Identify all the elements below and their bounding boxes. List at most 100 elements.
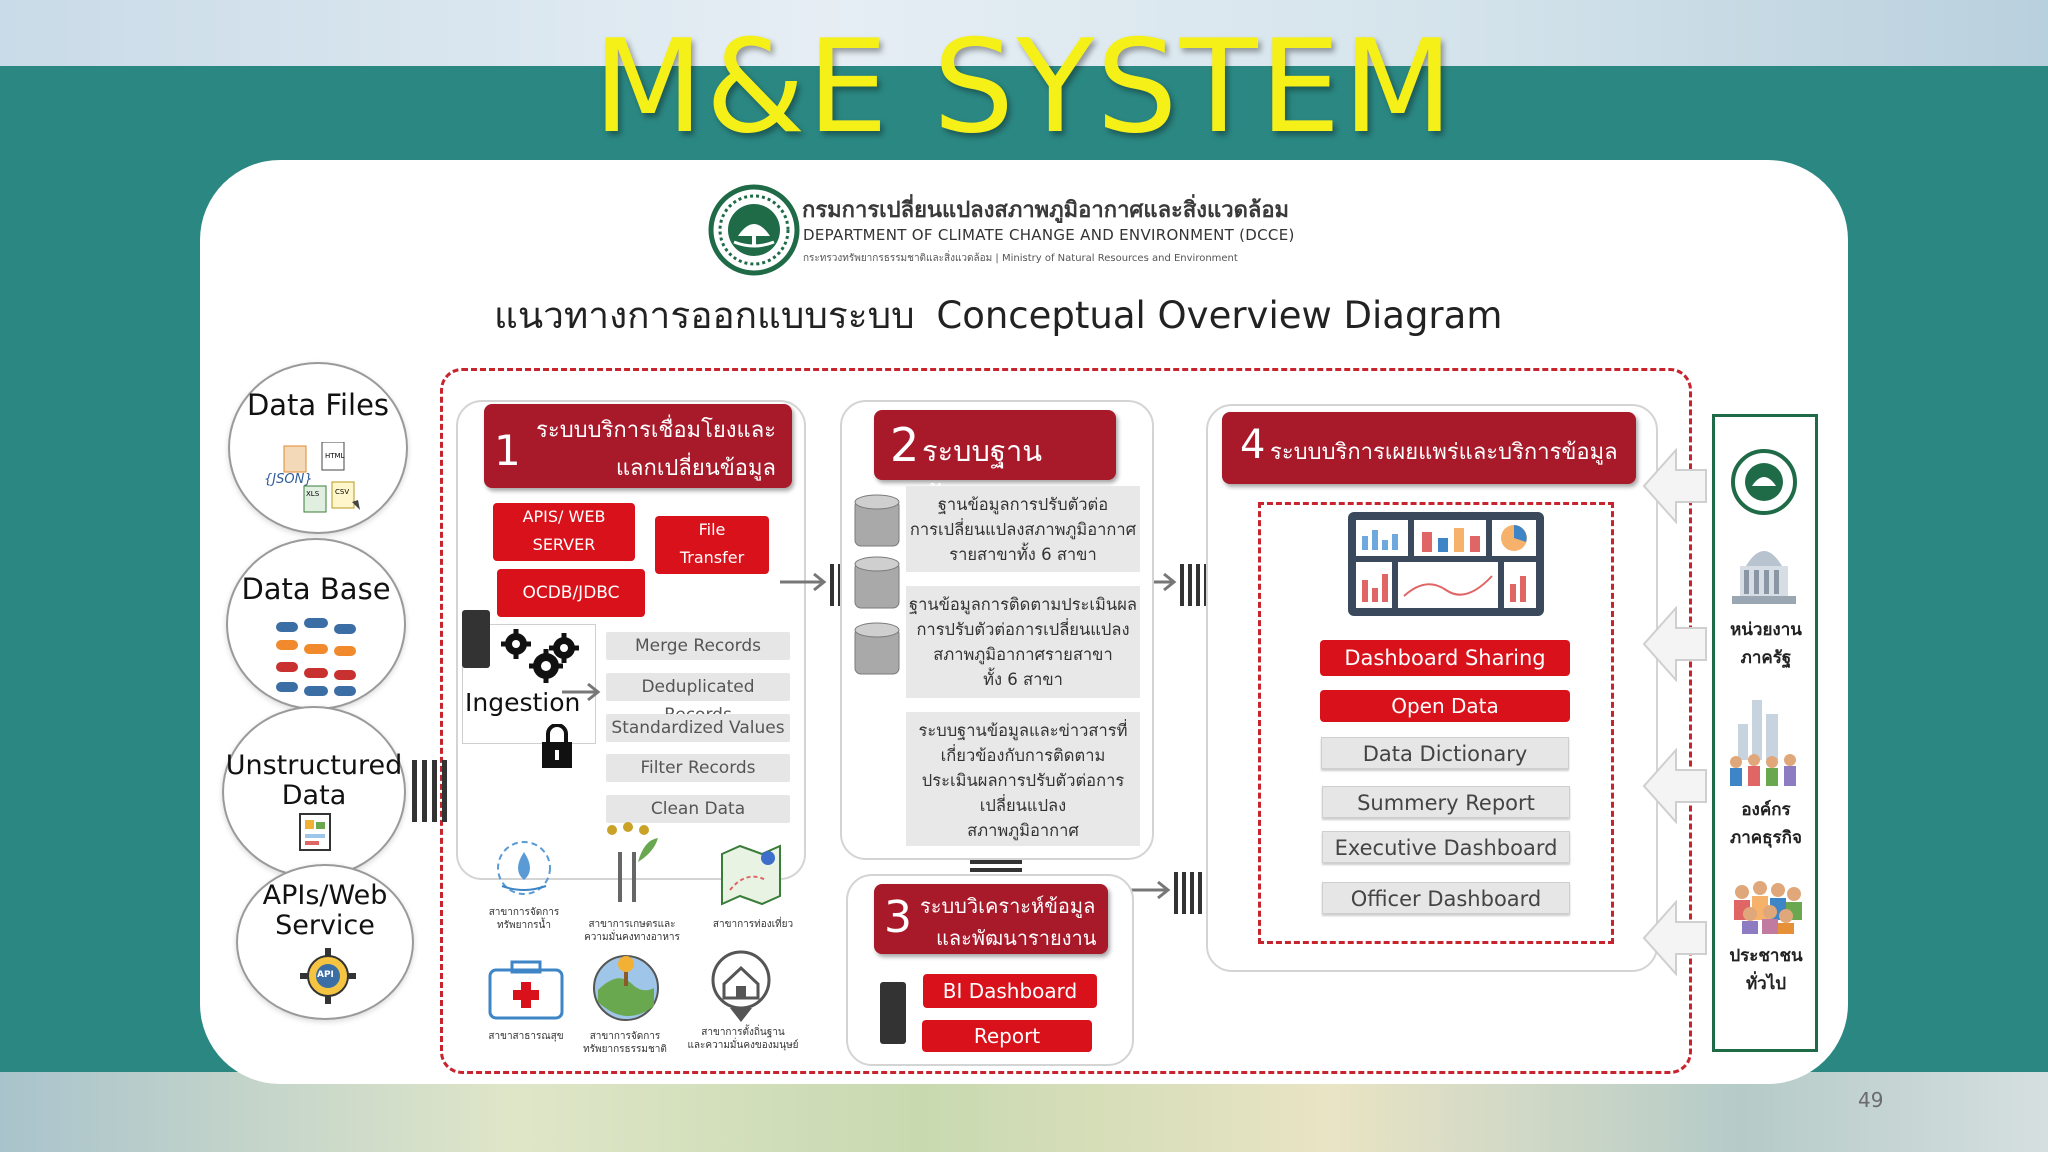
hollow-arrow-left-icon: [1642, 605, 1708, 683]
odbc-jdbc-button[interactable]: OCDB/JDBC: [497, 569, 645, 617]
sector-line: สาขาการท่องเที่ยว: [712, 919, 794, 930]
module-4-title: ระบบบริการเผยแพร่และบริการข้อมูล: [1270, 440, 1618, 465]
gears-icon: [498, 626, 580, 690]
module-4-number: 4: [1240, 422, 1266, 468]
apis-label-line1: APIS/ WEB: [522, 507, 606, 526]
module-1-header: 1 ระบบบริการเชื่อมโยงและ แลกเปลี่ยนข้อมู…: [484, 404, 792, 488]
stakeholder-line: องค์กร: [1741, 800, 1791, 820]
unstructured-document-icon: [296, 812, 338, 858]
source-label: Data: [281, 780, 347, 811]
sector-line: ความมั่นคงทางอาหาร: [584, 932, 680, 943]
source-data-files: Data Files HTML {JSON} XLS CSV: [228, 362, 408, 534]
hollow-arrow-left-icon: [1642, 447, 1708, 525]
step-filter-records: Filter Records: [606, 754, 790, 782]
diagram-title: แนวทางการออกแบบระบบ Conceptual Overview …: [494, 286, 1502, 345]
sector-agriculture: สาขาการเกษตรและ ความมั่นคงทางอาหาร: [570, 918, 694, 944]
db-text-line: ฐานข้อมูลการติดตามประเมินผล: [908, 595, 1137, 614]
sector-line: ทรัพยากรธรรมชาติ: [583, 1044, 667, 1055]
html-file-icon: HTML: [325, 452, 345, 460]
source-label: APIs/Web: [262, 880, 388, 911]
file-transfer-line1: File: [698, 520, 726, 539]
db-text-line: ระบบฐานข้อมูลและข่าวสารที่: [918, 721, 1128, 740]
agriculture-sector-icon: [600, 822, 664, 908]
db-text-line: ประเมินผลการปรับตัวต่อการ: [921, 771, 1125, 790]
module-1-title-line1: ระบบบริการเชื่อมโยงและ: [536, 418, 776, 443]
module-2-header: 2 ระบบฐานข้อมูล: [874, 410, 1116, 514]
sector-tourism: สาขาการท่องเที่ยว: [700, 918, 806, 931]
bi-dashboard-button[interactable]: BI Dashboard: [923, 974, 1097, 1008]
government-building-icon: [1724, 536, 1804, 606]
apis-label-line2: SERVER: [532, 535, 596, 554]
sector-line: สาขาสาธารณสุข: [488, 1031, 564, 1042]
health-sector-icon: [486, 960, 566, 1022]
module-3-header: 3 ระบบวิเคราะห์ข้อมูล และพัฒนารายงาน: [874, 884, 1108, 954]
slide-title: M&E SYSTEM: [593, 13, 1455, 162]
diagram-title-thai: แนวทางการออกแบบระบบ: [494, 294, 915, 337]
db-news: ระบบฐานข้อมูลและข่าวสารที่ เกี่ยวข้องกับ…: [906, 712, 1140, 846]
sector-line: และความมั่นคงของมนุษย์: [687, 1040, 799, 1051]
stakeholder-line: ภาคธุรกิจ: [1730, 828, 1802, 848]
api-gear-icon: API: [298, 946, 358, 1010]
db-text-line: สภาพภูมิอากาศ: [967, 821, 1079, 840]
db-text-line: ทั้ง 6 สาขา: [983, 670, 1063, 689]
stakeholder-line: ประชาชน: [1729, 946, 1803, 966]
report-button[interactable]: Report: [922, 1020, 1092, 1052]
module-3-number: 3: [884, 892, 912, 943]
sector-water: สาขาการจัดการ ทรัพยากรน้ำ: [474, 906, 574, 932]
xls-file-icon: XLS: [306, 490, 320, 498]
module-1-title-line2: แลกเปลี่ยนข้อมูล: [615, 456, 776, 481]
source-unstructured-data: Unstructured Data: [222, 706, 406, 878]
dashboard-monitor-icon: [1346, 510, 1546, 622]
stakeholder-line: ภาครัฐ: [1740, 648, 1792, 668]
module-4-header: 4 ระบบบริการเผยแพร่และบริการข้อมูล: [1222, 412, 1636, 484]
database-stack-icon: [274, 618, 360, 704]
dcce-logo-small-icon: [1730, 448, 1798, 516]
stakeholder-government: หน่วยงาน ภาครัฐ: [1716, 616, 1816, 672]
page-number: 49: [1858, 1088, 1884, 1112]
module-3-title-line1: ระบบวิเคราะห์ข้อมูล: [920, 894, 1096, 918]
stakeholder-business: องค์กร ภาคธุรกิจ: [1716, 796, 1816, 852]
hollow-arrow-left-icon: [1642, 899, 1708, 977]
background-bottom: [0, 1072, 2048, 1152]
background-sky: [0, 0, 2048, 66]
db-text-line: เปลี่ยนแปลง: [979, 796, 1067, 815]
step-clean-data: Clean Data: [606, 795, 790, 823]
module-3-title-line2: และพัฒนารายงาน: [936, 926, 1097, 950]
tourism-sector-icon: [716, 840, 786, 910]
source-apis-web-service: APIs/Web Service API: [236, 864, 414, 1020]
dashboard-sharing-button[interactable]: Dashboard Sharing: [1320, 640, 1570, 676]
summery-report-button[interactable]: Summery Report: [1322, 786, 1570, 818]
system-boundary: [440, 368, 1692, 1074]
stakeholder-column: [1712, 414, 1818, 1052]
step-merge-records: Merge Records: [606, 632, 790, 660]
db-text-line: รายสาขาทั้ง 6 สาขา: [949, 545, 1097, 564]
arrow-right-icon: [562, 680, 602, 704]
server-icon: [880, 982, 906, 1044]
open-data-button[interactable]: Open Data: [1320, 690, 1570, 722]
executive-dashboard-button[interactable]: Executive Dashboard: [1322, 831, 1570, 863]
source-label: Data Files: [246, 388, 390, 422]
connector-bars-icon: [410, 756, 450, 826]
ministry-name: กระทรวงทรัพยากรธรรมชาติและสิ่งแวดล้อม | …: [803, 253, 1238, 264]
file-transfer-button[interactable]: File Transfer: [655, 516, 769, 574]
public-crowd-icon: [1726, 878, 1806, 934]
server-icon: [462, 610, 490, 668]
apis-web-server-button[interactable]: APIS/ WEB SERVER: [493, 503, 635, 561]
db-monitoring: ฐานข้อมูลการติดตามประเมินผล การปรับตัวต่…: [906, 586, 1140, 698]
module-1-number: 1: [494, 426, 521, 475]
lock-icon: [540, 723, 574, 770]
db-text-line: สภาพภูมิอากาศรายสาขา: [933, 645, 1113, 664]
data-dictionary-button[interactable]: Data Dictionary: [1321, 737, 1569, 769]
json-file-icon: {JSON}: [264, 472, 313, 487]
step-deduplicated-records: Deduplicated Records: [606, 673, 790, 725]
db-text-line: การเปลี่ยนแปลงสภาพภูมิอากาศ: [909, 520, 1137, 539]
db-adaptation: ฐานข้อมูลการปรับตัวต่อ การเปลี่ยนแปลงสภา…: [906, 486, 1140, 572]
source-label: Unstructured: [225, 750, 403, 781]
officer-dashboard-button[interactable]: Officer Dashboard: [1322, 882, 1570, 914]
services-boundary: [1258, 502, 1614, 944]
module-4-panel: [1206, 404, 1658, 972]
business-people-icon: [1722, 700, 1808, 790]
org-name-thai: กรมการเปลี่ยนแปลงสภาพภูมิอากาศและสิ่งแวด…: [802, 198, 1290, 223]
sector-line: สาขาการจัดการ: [488, 907, 560, 918]
settlement-sector-icon: [706, 948, 776, 1024]
